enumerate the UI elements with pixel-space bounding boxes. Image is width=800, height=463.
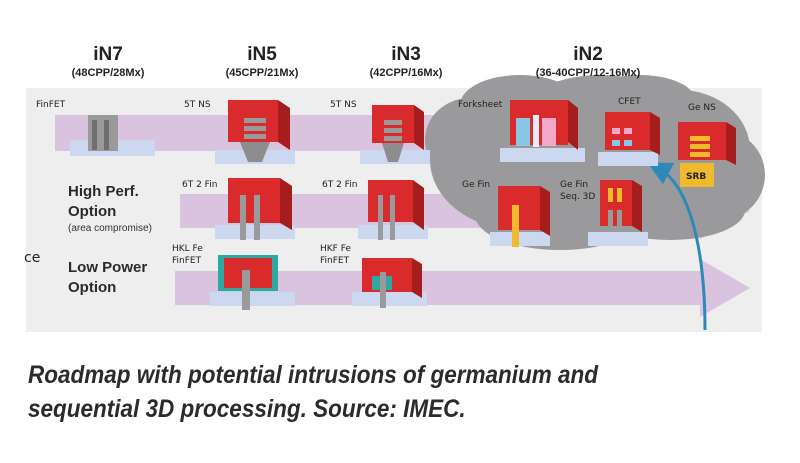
cut-text-fragment: ce [24, 250, 41, 266]
label-5t-ns-in5: 5T NS [184, 100, 211, 110]
roadmap-graphics [55, 75, 765, 331]
label-ge-fin-seq-line1: Ge Fin [560, 180, 589, 190]
node-name: iN7 [93, 44, 123, 65]
device-cfet [598, 112, 660, 166]
device-forksheet [500, 100, 585, 162]
device-ge-ns [678, 122, 736, 187]
label-5t-ns-in3: 5T NS [330, 100, 357, 110]
device-in5-hkl-fe [210, 255, 295, 310]
figure-caption: Roadmap with potential intrusions of ger… [28, 361, 599, 423]
node-header-in7: iN7 (48CPP/28Mx) [28, 44, 188, 80]
row-note-high-perf: (area compromise) [68, 223, 152, 234]
row-label-high-perf-line2: Option [68, 203, 117, 220]
device-ge-fin-seq3d [588, 180, 648, 246]
device-in7-finfet [70, 115, 155, 156]
node-name: iN3 [391, 44, 421, 65]
label-ge-ns: Ge NS [688, 103, 716, 113]
node-header-in3: iN3 (42CPP/16Mx) [326, 44, 486, 80]
device-ge-fin [490, 186, 550, 247]
device-in5-2fin [215, 178, 295, 240]
device-in5-ns [215, 100, 295, 164]
label-forksheet: Forksheet [458, 100, 503, 110]
curved-arrow [647, 162, 707, 331]
label-finfet: FinFET [36, 100, 66, 110]
device-in3-ns [360, 105, 430, 164]
label-ge-fin-seq-line2: Seq. 3D [560, 192, 596, 202]
node-spec: (45CPP/21Mx) [225, 67, 299, 79]
node-header-in2: iN2 (36-40CPP/12-16Mx) [508, 44, 668, 80]
node-spec: (36-40CPP/12-16Mx) [535, 67, 641, 79]
row-label-low-power-line2: Option [68, 279, 117, 296]
node-name: iN2 [573, 44, 603, 65]
device-in3-2fin [358, 180, 428, 240]
label-hkf-fe-line1: HKF Fe [320, 244, 351, 254]
node-spec: (42CPP/16Mx) [369, 67, 443, 79]
device-in3-hkf-fe [352, 258, 427, 308]
node-header-in5: iN5 (45CPP/21Mx) [182, 44, 342, 80]
label-6t-2fin-in5: 6T 2 Fin [182, 180, 218, 190]
label-srb: SRB [686, 172, 707, 182]
label-cfet: CFET [618, 97, 641, 107]
label-ge-fin: Ge Fin [462, 180, 491, 190]
roadmap-figure: iN7 (48CPP/28Mx) iN5 (45CPP/21Mx) iN3 (4… [24, 44, 765, 332]
node-spec: (48CPP/28Mx) [71, 67, 145, 79]
row-label-low-power-line1: Low Power [68, 259, 148, 276]
label-hkl-fe-line2: FinFET [172, 256, 202, 266]
label-hkf-fe-line2: FinFET [320, 256, 350, 266]
label-6t-2fin-in3: 6T 2 Fin [322, 180, 358, 190]
label-hkl-fe-line1: HKL Fe [172, 244, 203, 254]
row-label-high-perf-line1: High Perf. [68, 183, 139, 200]
node-name: iN5 [247, 44, 277, 65]
